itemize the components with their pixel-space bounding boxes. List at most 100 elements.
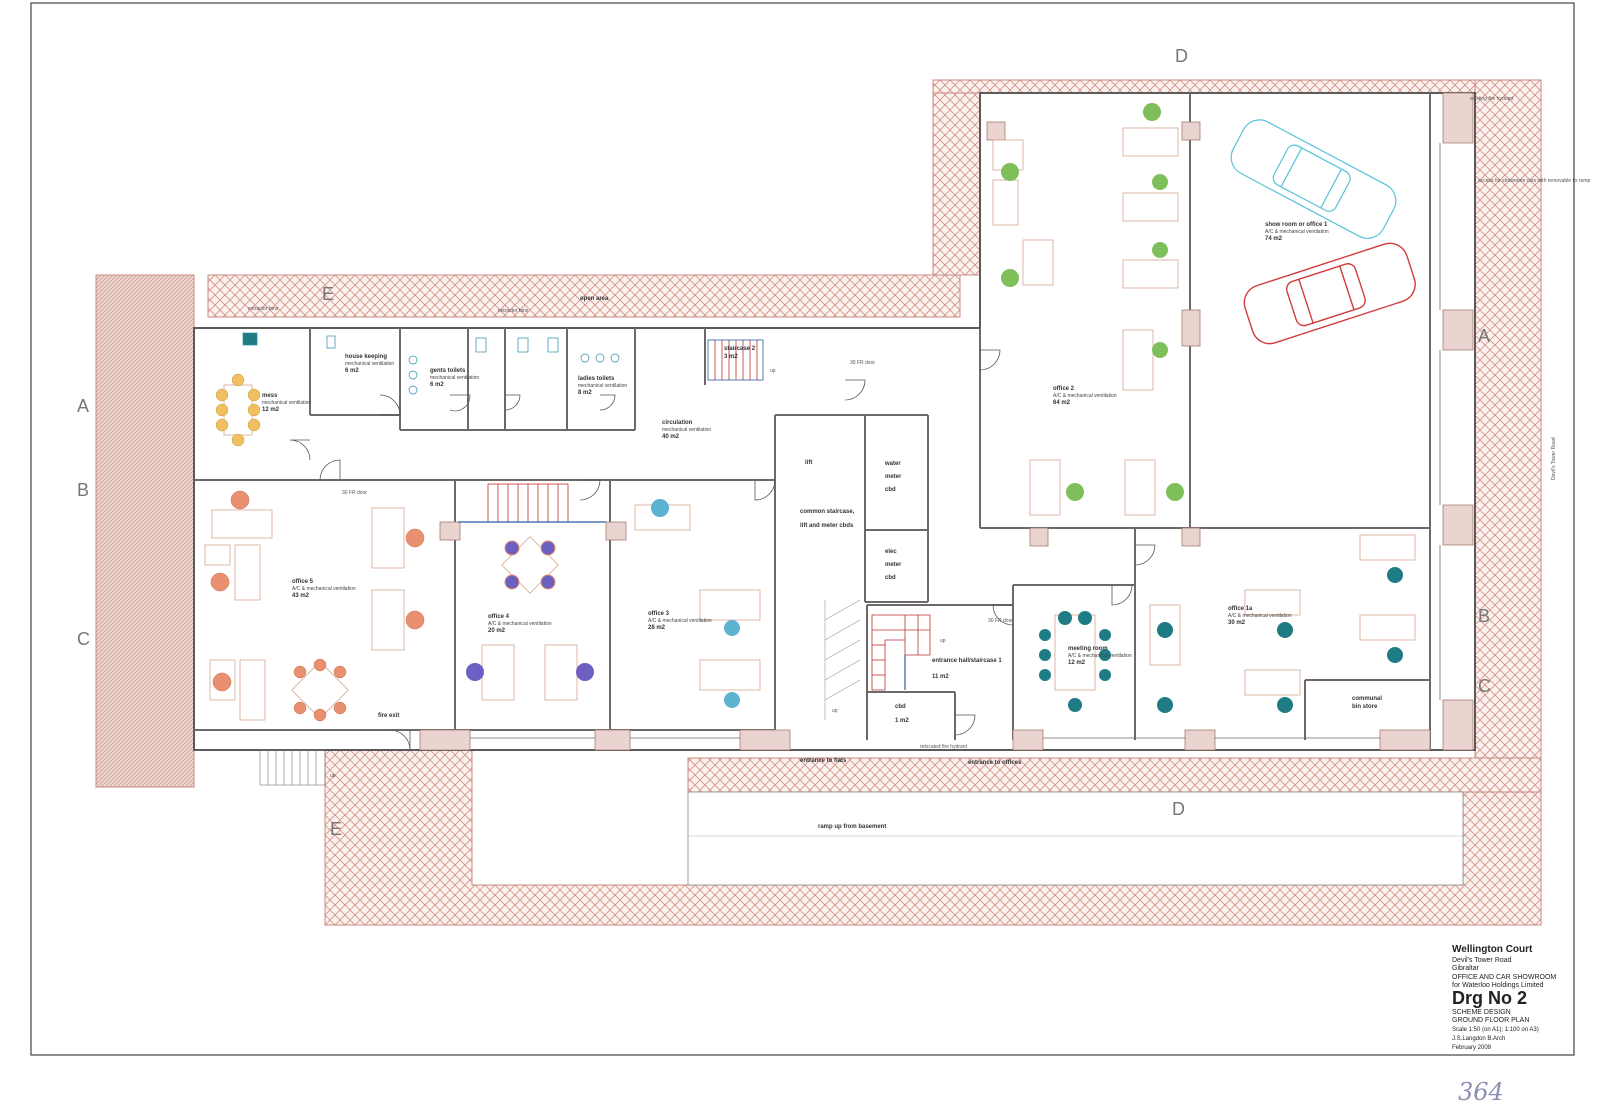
svg-text:28 m2: 28 m2 <box>648 625 666 631</box>
note-entrance-to-flats: entrance to flats <box>800 758 847 764</box>
svg-text:mechanical ventilation: mechanical ventilation <box>662 427 711 433</box>
building-outline <box>193 92 1476 751</box>
svg-text:Drg No 2: Drg No 2 <box>1452 988 1527 1008</box>
svg-text:A/C & mechanical ventilation: A/C & mechanical ventilation <box>1068 653 1132 659</box>
grid-letter-a-left: A <box>77 396 89 416</box>
svg-text:1 m2: 1 m2 <box>895 718 909 724</box>
grid-letter-b-right: B <box>1478 606 1490 626</box>
room-office-1a: office 1a A/C & mechanical ventilation 3… <box>1228 606 1292 626</box>
svg-text:gents toilets: gents toilets <box>430 368 466 374</box>
svg-text:office 4: office 4 <box>488 614 510 620</box>
svg-text:office 5: office 5 <box>292 579 314 585</box>
handwritten-page-number: 364 <box>1458 1078 1504 1106</box>
svg-text:SCHEME DESIGN: SCHEME DESIGN <box>1452 1009 1511 1016</box>
svg-text:mechanical ventilation: mechanical ventilation <box>430 375 479 381</box>
svg-text:6 m2: 6 m2 <box>345 368 359 374</box>
room-mess: mess mechanical ventilation 12 m2 <box>262 393 311 413</box>
room-meeting-room: meeting room A/C & mechanical ventilatio… <box>1068 646 1132 666</box>
svg-text:3 m2: 3 m2 <box>724 354 738 360</box>
title-block: Wellington Court Devil's Tower Road Gibr… <box>1452 944 1556 1051</box>
chairs-lightblue <box>651 499 740 708</box>
grid-letter-a-right: A <box>1478 326 1490 346</box>
room-communal-bin-store: communal bin store <box>1352 696 1382 710</box>
chairs-purple <box>466 540 594 681</box>
svg-text:74 m2: 74 m2 <box>1265 236 1283 242</box>
svg-text:12 m2: 12 m2 <box>1068 660 1086 666</box>
svg-text:office 1a: office 1a <box>1228 606 1253 612</box>
svg-text:J.S.Langdon B.Arch: J.S.Langdon B.Arch <box>1452 1036 1505 1042</box>
note-up-1: up <box>770 368 776 374</box>
staircase-1 <box>871 614 931 691</box>
svg-text:bin store: bin store <box>1352 704 1378 710</box>
svg-text:lift and meter cbds: lift and meter cbds <box>800 523 854 529</box>
note-fr-door-1: 30 FR door <box>342 490 367 496</box>
doors <box>289 349 1156 751</box>
svg-text:cbd: cbd <box>885 575 896 581</box>
svg-text:A/C & mechanical ventilation: A/C & mechanical ventilation <box>292 586 356 592</box>
svg-text:common staircase,: common staircase, <box>800 509 855 515</box>
svg-text:Devil's Tower Road: Devil's Tower Road <box>1452 957 1512 964</box>
svg-text:communal: communal <box>1352 696 1382 702</box>
svg-text:GROUND FLOOR PLAN: GROUND FLOOR PLAN <box>1452 1017 1529 1024</box>
room-common-staircase: common staircase, lift and meter cbds <box>800 509 855 529</box>
wall-piers <box>419 92 1474 751</box>
svg-text:Scale 1:50 (on A1); 1:100 on A: Scale 1:50 (on A1); 1:100 on A3) <box>1452 1027 1539 1033</box>
hatched-tower-left <box>932 79 981 276</box>
staircase-2 <box>707 339 764 381</box>
car-cyan-icon <box>1230 119 1397 239</box>
svg-text:64 m2: 64 m2 <box>1053 400 1071 406</box>
chairs-green <box>1001 103 1184 501</box>
car-red-icon <box>1243 242 1416 345</box>
svg-text:office 2: office 2 <box>1053 386 1075 392</box>
svg-text:mechanical ventilation: mechanical ventilation <box>345 361 394 367</box>
hatched-left-block <box>95 274 195 788</box>
bottom-windows <box>470 143 1441 739</box>
grid-letter-c-right: C <box>1478 676 1491 696</box>
room-office-3: office 3 A/C & mechanical ventilation 28… <box>648 611 712 631</box>
room-office-2: office 2 A/C & mechanical ventilation 64… <box>1053 386 1117 406</box>
svg-text:mechanical ventilation: mechanical ventilation <box>578 383 627 389</box>
svg-text:Gibraltar: Gibraltar <box>1452 965 1480 972</box>
svg-text:meeting room: meeting room <box>1068 646 1108 652</box>
staircase-office4 <box>458 483 606 523</box>
svg-text:ladies toilets: ladies toilets <box>578 376 615 382</box>
note-relocated-hydrant: relocated fire hydrant <box>920 744 968 750</box>
svg-text:water: water <box>884 461 901 467</box>
note-devils-tower-road: Devil's Tower Road <box>1551 437 1557 480</box>
svg-text:A/C & mechanical ventilation: A/C & mechanical ventilation <box>1228 613 1292 619</box>
grid-letter-d-bottom: D <box>1172 799 1185 819</box>
sheet-border <box>30 2 1575 1056</box>
hatched-strip-right <box>1474 79 1542 793</box>
svg-text:A/C & mechanical ventilation: A/C & mechanical ventilation <box>1053 393 1117 399</box>
note-ramp: ramp up from basement <box>818 824 886 830</box>
svg-text:30 m2: 30 m2 <box>1228 620 1246 626</box>
note-up-2: up <box>940 638 946 644</box>
svg-text:meter: meter <box>885 474 902 480</box>
svg-text:office 3: office 3 <box>648 611 670 617</box>
room-staircase-2: staircase 2 3 m2 <box>724 346 756 360</box>
note-fire-exit: fire exit <box>378 713 399 719</box>
svg-text:43 m2: 43 m2 <box>292 593 310 599</box>
chairs-teal <box>1039 567 1403 713</box>
room-entrance-hall: entrance hall/staircase 1 11 m2 <box>932 658 1002 680</box>
note-access: access for showroom cars with removable … <box>1478 178 1590 184</box>
ramp-area <box>687 791 1464 886</box>
grid-letter-b-left: B <box>77 480 89 500</box>
svg-text:40 m2: 40 m2 <box>662 434 680 440</box>
chairs-orange <box>210 490 425 722</box>
grid-letter-c-left: C <box>77 629 90 649</box>
svg-text:A/C & mechanical ventilation: A/C & mechanical ventilation <box>648 618 712 624</box>
svg-text:A/C & mechanical ventilation: A/C & mechanical ventilation <box>1265 229 1329 235</box>
room-show-room: show room or office 1 A/C & mechanical v… <box>1265 222 1329 242</box>
svg-text:mess: mess <box>262 393 278 399</box>
svg-text:12 m2: 12 m2 <box>262 407 280 413</box>
hatched-strip-top <box>207 274 961 318</box>
room-elec-meter: elec meter cbd <box>885 549 902 581</box>
svg-text:for Waterloo Holdings Limited: for Waterloo Holdings Limited <box>1452 982 1544 989</box>
note-fr-door-3: 30 FR door <box>988 618 1013 624</box>
svg-text:house keeping: house keeping <box>345 354 387 360</box>
svg-text:A/C & mechanical ventilation: A/C & mechanical ventilation <box>488 621 552 627</box>
hatched-strip-top-right <box>932 79 1542 94</box>
svg-text:Wellington Court: Wellington Court <box>1452 944 1533 955</box>
